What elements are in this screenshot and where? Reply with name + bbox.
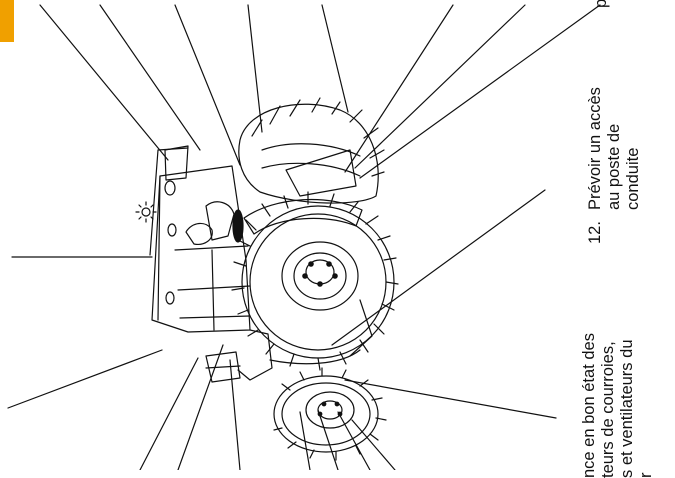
sun-icon bbox=[135, 201, 157, 223]
label-line: Prévoir un accès bbox=[586, 87, 604, 210]
callout-line bbox=[344, 4, 454, 173]
label-line: r bbox=[637, 472, 655, 478]
callout-line bbox=[247, 4, 263, 133]
fender bbox=[243, 198, 363, 235]
label-line: s et ventilateurs du bbox=[618, 339, 636, 478]
callout-lines bbox=[7, 4, 601, 470]
callout-line bbox=[177, 344, 224, 470]
callout-line bbox=[39, 4, 169, 161]
callout-line bbox=[139, 357, 199, 470]
main-wheel bbox=[231, 191, 399, 371]
callout-line bbox=[229, 359, 241, 470]
callout-line bbox=[354, 4, 526, 169]
front-wheel bbox=[273, 367, 387, 461]
chassis bbox=[205, 299, 373, 383]
callout-line bbox=[7, 349, 163, 409]
callout-line bbox=[321, 4, 349, 113]
callout-line bbox=[174, 4, 241, 166]
label-line: teurs de courroies, bbox=[599, 341, 617, 478]
callout-line bbox=[344, 379, 557, 419]
callout-line bbox=[359, 4, 601, 179]
label-line: nce en bon état des bbox=[580, 333, 598, 478]
label-belt-note: nce en bon état des teurs de courroies, … bbox=[580, 333, 656, 478]
callout-line bbox=[99, 4, 201, 151]
callout-line bbox=[331, 189, 546, 346]
label-line: p bbox=[592, 0, 610, 8]
section-tab bbox=[0, 0, 14, 42]
callout-line bbox=[337, 411, 371, 470]
label-line: au poste de bbox=[605, 123, 623, 210]
label-line: conduite bbox=[624, 147, 642, 210]
label-number: 12. bbox=[586, 221, 604, 244]
rear-wheel-upper bbox=[238, 97, 385, 204]
label-top-right-fragment: p bbox=[592, 0, 611, 8]
callout-line bbox=[317, 409, 339, 470]
callout-line bbox=[351, 419, 396, 470]
seat bbox=[232, 209, 244, 243]
